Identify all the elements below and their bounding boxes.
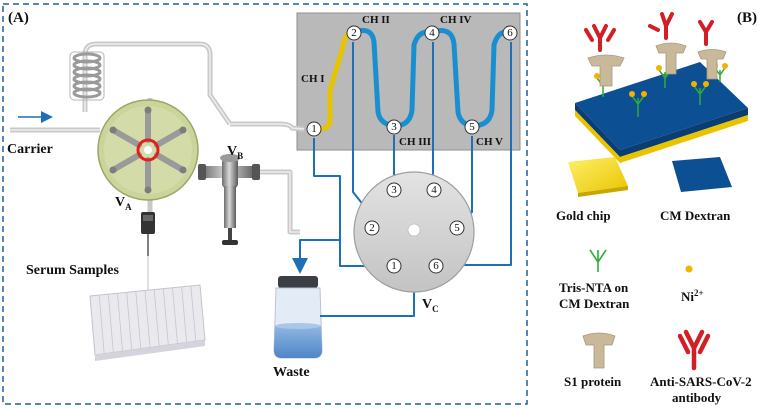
channel-ch2 [351, 27, 397, 129]
legend-antibody-label-1: Anti-SARS-CoV-2 [650, 374, 752, 389]
valve-b [198, 154, 260, 245]
svg-text:1: 1 [391, 260, 397, 272]
chip-port-2: 2 [346, 25, 362, 41]
sample-needle [141, 212, 155, 290]
legend-tris-nta-label-2: CM Dextran [559, 296, 630, 311]
chip-port-3: 3 [386, 119, 402, 135]
valve-c-port-4: 4 [426, 182, 442, 198]
valve-c-label: VC [422, 297, 439, 314]
legend-ni-icon [685, 265, 693, 273]
valve-c-port-6: 6 [428, 258, 444, 274]
channel-ch3 [391, 29, 435, 129]
chip-antibodies [584, 12, 714, 52]
legend-s1-icon [582, 332, 616, 369]
ch3-label: CH III [399, 136, 431, 148]
chip-port-6: 6 [502, 25, 518, 41]
legend-antibody-label-2: antibody [672, 390, 722, 405]
sample-rack [89, 284, 206, 361]
valve-c [353, 171, 475, 293]
svg-text:5: 5 [469, 121, 475, 133]
rack-well-line [172, 287, 178, 344]
legend-gold-chip-label: Gold chip [556, 208, 611, 223]
valve-c-port-1: 1 [386, 258, 402, 274]
svg-text:2: 2 [369, 222, 375, 234]
rack-well-line [144, 290, 151, 348]
rack-well-line [117, 293, 123, 352]
rack-well-line [181, 286, 188, 343]
svg-text:4: 4 [429, 27, 435, 39]
serum-samples-label: Serum Samples [26, 263, 120, 278]
legend-gold-chip-swatch [568, 157, 628, 197]
chip-port-4: 4 [424, 25, 440, 41]
rack-well-line [98, 295, 105, 354]
ch2-label: CH II [362, 14, 390, 26]
valve-a [97, 99, 199, 201]
rack-well-line [153, 289, 160, 347]
rack-well-line [135, 291, 142, 349]
ch5-label: CH V [476, 136, 503, 148]
svg-text:3: 3 [391, 121, 397, 133]
rack-well-line [190, 285, 197, 342]
legend-cm-dextran-label: CM Dextran [660, 208, 731, 223]
svg-text:5: 5 [454, 222, 460, 234]
legend-tris-nta-icon [589, 249, 607, 272]
svg-text:3: 3 [391, 184, 397, 196]
chip-s1-proteins [587, 42, 727, 87]
svg-text:6: 6 [507, 27, 513, 39]
chip-port-5: 5 [464, 119, 480, 135]
svg-text:6: 6 [433, 260, 439, 272]
rack-well-line [107, 294, 114, 353]
panel-a-frame [2, 3, 528, 405]
panel-b-label: (B) [737, 10, 757, 26]
chip-port-1: 1 [306, 121, 322, 137]
svg-text:1: 1 [311, 123, 317, 135]
sample-loop-coil [69, 51, 105, 101]
legend-s1-label: S1 protein [564, 374, 622, 389]
ch4-label: CH IV [440, 14, 472, 26]
waste-bottle [273, 276, 323, 359]
valve-a-label: VA [115, 195, 132, 212]
carrier-label: Carrier [7, 142, 53, 157]
ch1-label: CH I [301, 73, 325, 85]
rack-well-line [162, 288, 169, 346]
legend-antibody-icon [677, 329, 711, 371]
valve-c-port-2: 2 [364, 220, 380, 236]
valve-b-label: VB [227, 144, 243, 161]
svg-text:4: 4 [431, 184, 437, 196]
waste-label: Waste [273, 365, 310, 380]
legend-tris-nta-label-1: Tris-NTA on [559, 280, 629, 295]
valve-c-port-3: 3 [386, 182, 402, 198]
legend-ni-label: Ni2+ [681, 288, 704, 304]
svg-text:2: 2 [351, 27, 357, 39]
panel-a-label: (A) [8, 10, 29, 26]
legend-cm-dextran-swatch [672, 157, 732, 192]
rack-well-line [126, 292, 133, 351]
valve-c-port-5: 5 [449, 220, 465, 236]
